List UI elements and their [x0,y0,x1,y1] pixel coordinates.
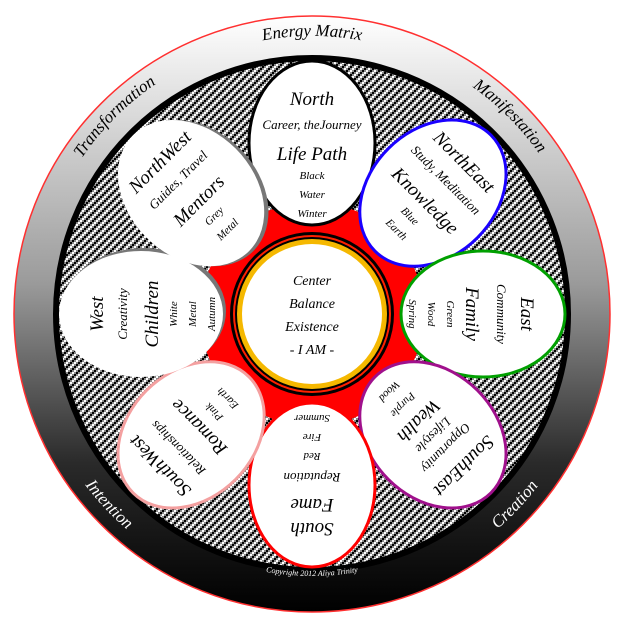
petal-shape [59,251,223,377]
petal-shape [399,249,567,379]
petal-subtitle: Career, theJourney [262,117,361,132]
petal-shape [358,360,508,510]
petal-keyword: Children [142,281,163,348]
petal-detail: Summer [293,412,330,424]
petal-subtitle: Community [494,284,509,344]
petal-west: West Creativity Children White Metal Autumn [59,248,226,377]
petal-east: East Community Family Green Wood Spring [399,249,567,379]
petal-shape [117,119,265,267]
petal-detail: Black [299,170,325,182]
petal-title: East [516,296,537,332]
petal-shape [247,401,377,569]
center-line: Center [293,274,332,289]
petal-detail: Water [299,189,326,201]
petal-title: North [289,89,334,110]
petal-detail: Winter [297,208,327,220]
petal-subtitle: Creativity [115,288,130,340]
petal-shape [247,59,377,227]
petal-detail: Spring [406,299,418,329]
petal-title: West [87,296,108,332]
center-line: Existence [284,320,339,335]
petal-detail: Wood [425,302,437,327]
petal-keyword: Life Path [276,144,347,165]
center-line: - I AM - [290,343,335,358]
petal-southeast: SouthEastOpportunityLifestyleWealthPurpl… [358,360,508,510]
center-circle: Center Balance Existence - I AM - [230,232,394,396]
petal-title: South [290,518,333,539]
copyright: Copyright 2012 Aliya Trinity [266,565,359,578]
ring-label-top: Energy Matrix [259,21,364,45]
petal-subtitle: Reputation [283,470,341,485]
petal-shape [116,360,266,510]
petal-detail: Green [444,300,456,328]
petal-keyword: Family [461,286,482,341]
petal-south: South Fame Reputation Red Fire Summer [247,401,377,569]
petal-shape [358,118,508,268]
petal-detail: Autumn [206,296,218,332]
petal-detail: Fire [303,431,323,443]
petal-detail: Metal [187,301,199,328]
center-line: Balance [289,297,335,312]
petal-detail: White [168,301,180,327]
petal-keyword: Fame [290,494,334,515]
petal-detail: Red [303,450,322,462]
